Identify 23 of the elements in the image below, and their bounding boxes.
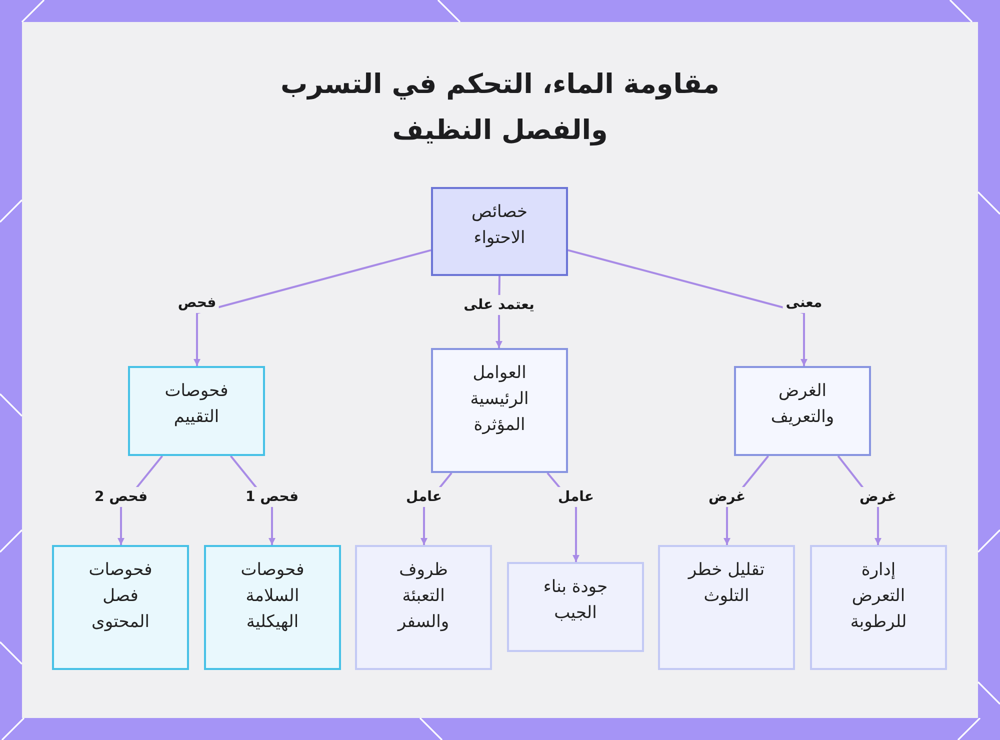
category-box (431, 348, 568, 473)
item-box (355, 545, 492, 670)
diagram-title: مقاومة الماء، التحكم في التسرب والفصل النظيف (279, 68, 720, 148)
box-label: فحوصات التقييم (164, 380, 230, 429)
item-box (507, 562, 644, 652)
arrow (194, 249, 432, 366)
item-box (658, 545, 795, 670)
arrow (568, 249, 808, 366)
box-label: الغرض والتعريف (770, 380, 836, 429)
category-box (734, 366, 871, 456)
box-label: العوامل الرئيسية المؤثرة (469, 362, 530, 437)
item-box (810, 545, 947, 670)
box-label: جودة بناء الجيب (542, 576, 609, 625)
box-label: فحوصات السلامة الهيكلية (240, 559, 306, 634)
check-box (52, 545, 189, 670)
root-box (431, 187, 568, 276)
box-label: فحوصات فصل المحتوى (88, 559, 154, 634)
check-box (128, 366, 265, 456)
box-label: ظروف التعبئة والسفر (396, 559, 450, 634)
box-label: إدارة التعرض للرطوبة (849, 559, 908, 634)
box-label: تقليل خطر التلوث (686, 559, 766, 608)
check-box (204, 545, 341, 670)
box-label: خصائص الاحتواء (470, 201, 528, 250)
